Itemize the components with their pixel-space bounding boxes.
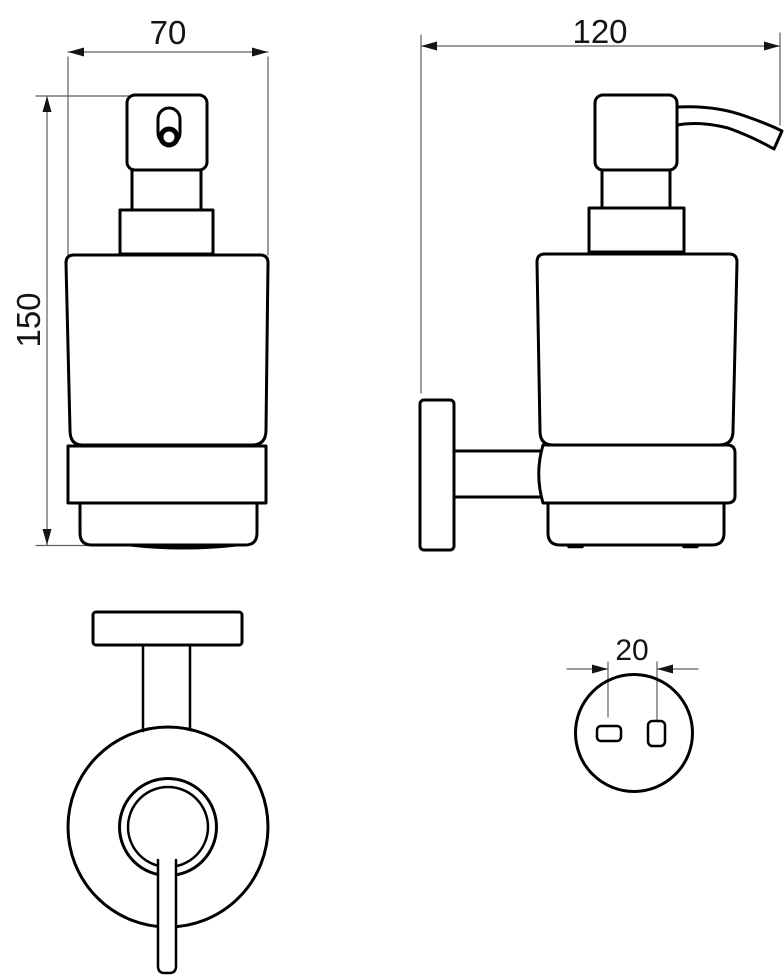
holder-opening-inner	[126, 785, 210, 869]
glass-bottom-bulge	[128, 543, 239, 550]
front-view: 70 150	[10, 14, 270, 550]
side-view: 120	[418, 13, 784, 552]
mount-slot-horizontal	[595, 724, 623, 743]
glass-body-front	[64, 253, 270, 447]
wall-plate-circle	[574, 673, 694, 793]
dimension-front-height: 150	[10, 95, 139, 547]
wall-plate-side	[418, 398, 456, 552]
dim-label-front-height: 150	[10, 292, 47, 347]
pump-head-side	[593, 93, 679, 172]
arrowhead-left-icon	[68, 47, 84, 57]
pump-keyhole-circle	[158, 126, 180, 148]
dim-label-hole-spacing: 20	[615, 634, 648, 667]
wall-plate-rear-outline	[574, 673, 694, 793]
glass-base-front	[78, 501, 259, 547]
side-dispenser-outline	[418, 93, 784, 552]
dimension-front-width: 70	[67, 14, 269, 256]
arrowhead-down-icon	[42, 529, 52, 545]
wall-plate-rear-view: 20	[566, 634, 699, 793]
arrowhead-right-icon	[252, 47, 268, 57]
front-dispenser-outline	[64, 93, 270, 550]
arrowhead-left-icon	[657, 664, 673, 674]
suction-tube	[156, 858, 178, 975]
dim-label-side-width: 120	[572, 13, 627, 50]
arrowhead-right-icon	[592, 664, 608, 674]
dimension-side-width: 120	[420, 13, 781, 394]
mount-slot-vertical	[646, 719, 667, 748]
arrowhead-left-icon	[421, 41, 437, 51]
pump-collar-side	[587, 206, 686, 254]
arrowhead-up-icon	[42, 96, 52, 112]
dimension-hole-spacing: 20	[566, 634, 699, 721]
pump-spout	[675, 105, 784, 151]
holder-band-side	[537, 443, 737, 505]
arrowhead-right-icon	[764, 41, 780, 51]
pump-neck-front	[130, 168, 203, 212]
glass-base-side	[546, 501, 726, 547]
holder-band-front	[66, 444, 268, 505]
pump-neck-side	[600, 168, 672, 210]
wall-plate-bottom-view	[91, 610, 244, 647]
dim-label-front-width: 70	[150, 14, 187, 51]
bottom-view	[66, 610, 270, 975]
glass-body-side	[535, 252, 739, 447]
pump-collar-front	[118, 208, 215, 256]
